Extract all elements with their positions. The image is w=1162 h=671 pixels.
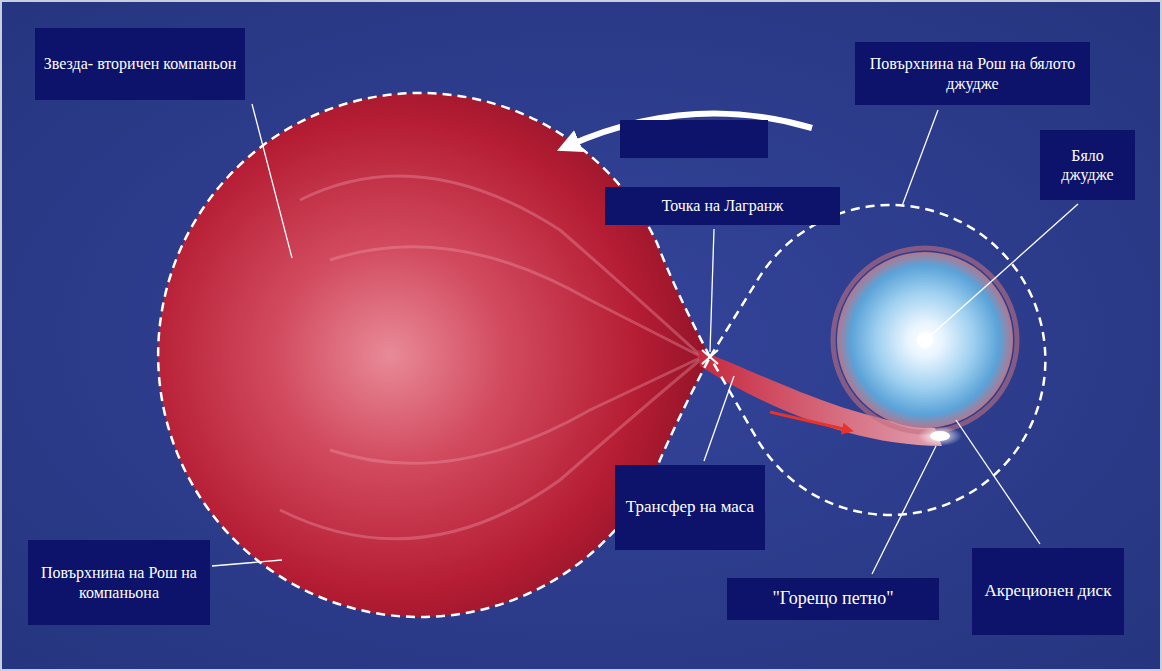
label-box: "Горещо петно" xyxy=(727,578,939,620)
white-dwarf xyxy=(917,332,933,348)
label-text: "Горещо петно" xyxy=(773,588,894,610)
label-text: Бяло джудже xyxy=(1048,146,1127,184)
label-box: Точка на Лагранж xyxy=(605,187,840,225)
label-text: Звезда- вторичен компаньон xyxy=(44,54,236,73)
hot-spot-core xyxy=(930,431,950,441)
leader-line xyxy=(252,104,292,258)
accretion-disk xyxy=(837,252,1013,428)
label-box: Звезда- вторичен компаньон xyxy=(35,28,245,100)
leader-line xyxy=(872,446,936,574)
leader-line xyxy=(212,560,282,566)
leader-line xyxy=(704,376,734,461)
hot-spot xyxy=(918,426,962,446)
disk-rim xyxy=(833,248,1017,432)
label-box: Бяло джудже xyxy=(1040,130,1135,200)
label-box: Повърхнина на Рош на компаньона xyxy=(28,540,210,625)
leader-line xyxy=(902,110,938,206)
label-box: Акреционен диск xyxy=(972,548,1124,635)
flow-arrow xyxy=(770,412,848,430)
leader-line xyxy=(710,229,714,352)
label-box: Повърхнина на Рош на бялото джудже xyxy=(855,42,1090,105)
leader-line xyxy=(930,204,1078,336)
leader-lines xyxy=(212,104,1078,574)
label-text: Трансфер на маса xyxy=(626,497,754,517)
lagrange-point-mark xyxy=(702,350,718,364)
label-text: Повърхнина на Рош на бялото джудже xyxy=(863,54,1082,92)
label-text: Точка на Лагранж xyxy=(662,196,784,215)
label-text: Акреционен диск xyxy=(985,581,1112,601)
label-text: Повърхнина на Рош на компаньона xyxy=(36,563,202,601)
leader-line xyxy=(956,420,1040,544)
label-box: Трансфер на маса xyxy=(615,465,765,550)
empty-label-box xyxy=(620,120,768,158)
